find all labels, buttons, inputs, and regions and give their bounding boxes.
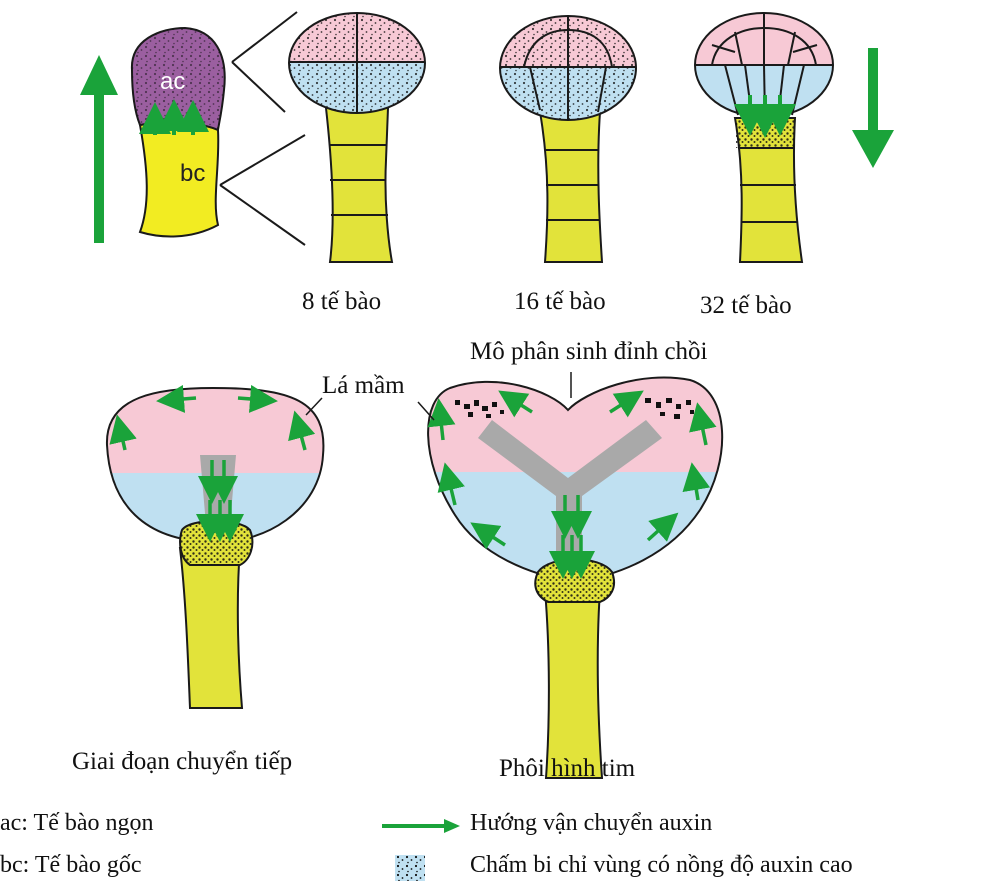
cotyledon-label: Lá mầm bbox=[322, 372, 405, 400]
legend-dots-definition: Chấm bi chỉ vùng có nồng độ auxin cao bbox=[470, 852, 853, 879]
stage-16-cell-caption: 16 tế bào bbox=[514, 288, 606, 316]
embryo-32-cell bbox=[690, 10, 840, 262]
stage-8-cell-caption: 8 tế bào bbox=[302, 288, 381, 316]
legend-arrow-definition: Hướng vận chuyển auxin bbox=[470, 810, 712, 837]
shoot-meristem-label: Mô phân sinh đỉnh chồi bbox=[470, 338, 708, 366]
heart-stage-caption: Phôi hình tim bbox=[499, 755, 635, 783]
stage-32-cell-caption: 32 tế bào bbox=[700, 292, 792, 320]
transition-stage-embryo bbox=[100, 380, 330, 708]
upward-arrow bbox=[80, 55, 118, 243]
ac-label: ac bbox=[160, 68, 185, 96]
embryo-16-cell bbox=[495, 15, 645, 262]
bc-label: bc bbox=[180, 160, 205, 188]
legend-ac-definition: ac: Tế bào ngọn bbox=[0, 810, 154, 837]
heart-stage-embryo bbox=[420, 360, 740, 778]
legend-arrow-icon bbox=[382, 819, 460, 833]
embryo-8-cell bbox=[285, 10, 435, 262]
two-cell-embryo bbox=[132, 12, 305, 245]
legend-dots-icon bbox=[395, 855, 425, 881]
downward-arrow bbox=[852, 48, 894, 168]
legend-bc-definition: bc: Tế bào gốc bbox=[0, 852, 142, 879]
transition-stage-caption: Giai đoạn chuyển tiếp bbox=[72, 748, 292, 776]
